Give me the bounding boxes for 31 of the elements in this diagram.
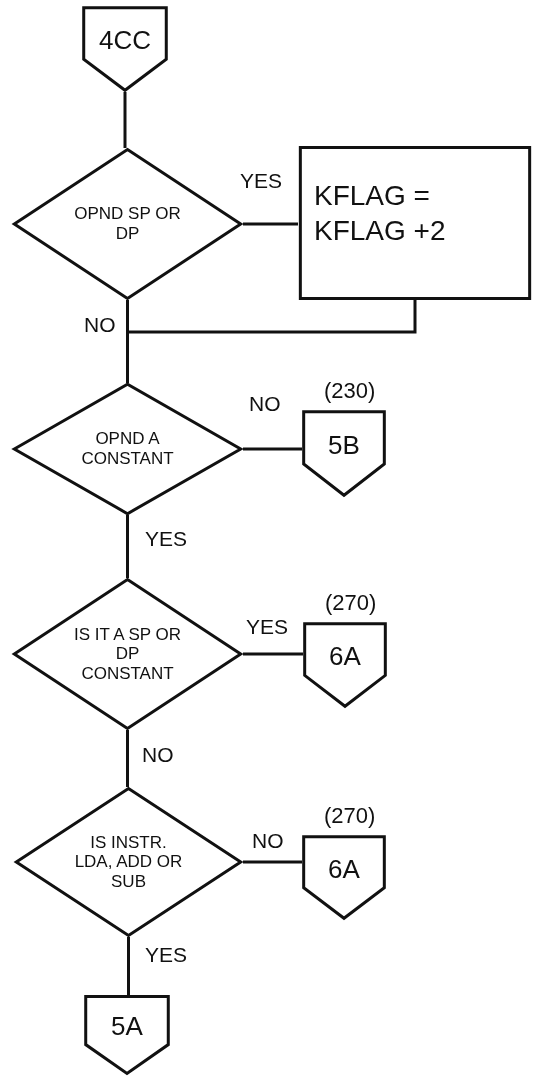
decision-diamond [12,578,243,730]
node-text: 5B [328,431,360,458]
process-box [298,146,532,300]
node-text: 4CC [99,27,151,53]
off-page-connector [84,995,170,1075]
off-page-connector [302,410,386,497]
connector-line [126,300,417,383]
connector-line [243,652,303,656]
connector-line [126,515,129,578]
node-text: 6A [329,643,361,669]
connector-line [126,730,129,787]
node-text: IS IT A SP OR DP CONSTANT [72,624,183,684]
connector-line [243,447,302,451]
reference-number: (270) [325,592,377,614]
decision-diamond [12,383,243,515]
node-text: IS INSTR. LDA, ADD OR SUB [73,832,184,892]
connector-line [123,92,127,148]
node-text: OPND A CONSTANT [80,429,175,469]
connector-line [243,222,298,226]
off-page-connector [303,622,387,708]
off-page-connector [302,835,386,920]
node-text: 6A [328,855,360,882]
node-text: OPND SP OR DP [73,204,182,244]
node-text: 5A [111,1013,143,1039]
connector-line [243,860,302,864]
off-page-connector [82,6,168,92]
reference-number: (270) [324,805,376,827]
reference-number: (230) [324,380,376,402]
decision-diamond [14,787,243,937]
node-text: KFLAG = KFLAG +2 [314,179,447,248]
connector-line [127,937,130,995]
